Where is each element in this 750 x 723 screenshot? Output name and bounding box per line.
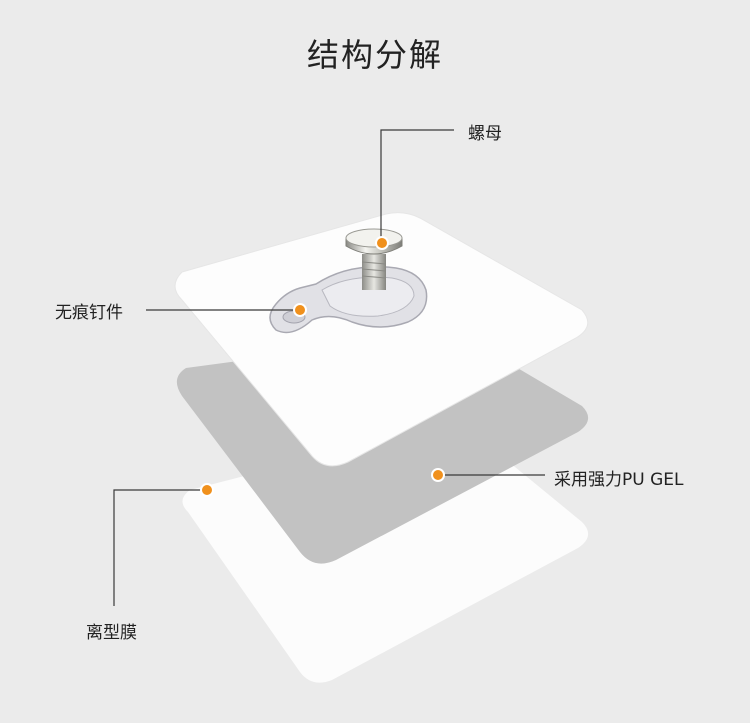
label-nut: 螺母	[468, 124, 502, 144]
screw-stem	[362, 254, 386, 290]
label-release-film: 离型膜	[86, 623, 137, 643]
top-base-plate	[174, 212, 589, 467]
nut-part	[345, 228, 403, 255]
page-title: 结构分解	[306, 36, 443, 74]
callout-dot-nut	[375, 236, 389, 250]
callout-dot-gel	[431, 468, 445, 482]
callout-dot-nail	[293, 303, 307, 317]
leader-lines	[113, 129, 545, 606]
label-traceless-nail: 无痕钉件	[55, 303, 123, 323]
label-pu-gel: 采用强力PU GEL	[554, 470, 684, 490]
callout-dot-film	[200, 483, 214, 497]
